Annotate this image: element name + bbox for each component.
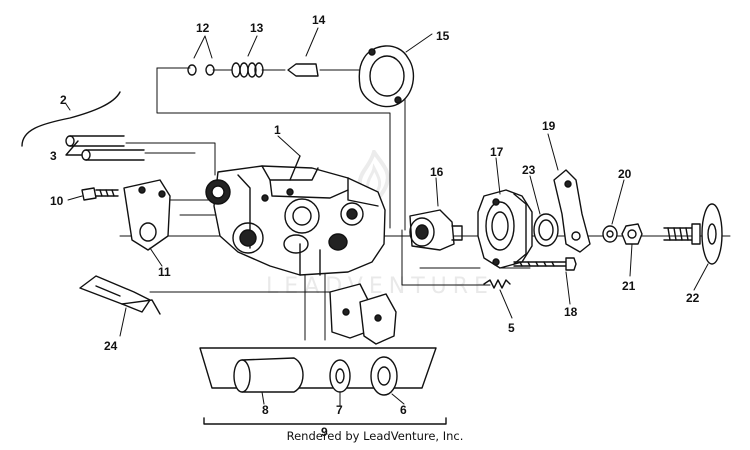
part-12-orings [187, 64, 215, 76]
callout-17: 17 [490, 145, 504, 159]
callout-11: 11 [158, 265, 171, 279]
part-23-ring [533, 213, 559, 247]
callout-9: 9 [321, 425, 328, 439]
part-14-plunger [287, 63, 319, 77]
callout-21: 21 [622, 279, 636, 293]
part-17-bearing-housing [477, 189, 533, 269]
callout-labels: 1 2 3 5 6 7 8 9 10 11 12 13 14 15 16 17 … [50, 13, 700, 439]
part-22-adjuster [663, 203, 723, 265]
callout-10: 10 [50, 194, 64, 208]
callout-2: 2 [60, 93, 67, 107]
callout-5: 5 [508, 321, 515, 335]
part-7-washer [329, 359, 351, 393]
watermark-text: LEADVENTURE [266, 274, 494, 299]
part-8-bushing [233, 357, 304, 393]
part-20-washer [602, 225, 618, 243]
callout-13: 13 [250, 21, 264, 35]
callout-20: 20 [618, 167, 632, 181]
guide-lines [119, 67, 731, 341]
part-21-nut [621, 223, 643, 245]
callout-3: 3 [50, 149, 57, 163]
part-1-housing [205, 155, 386, 276]
part-15-gasket [358, 45, 415, 108]
credit-footer: Rendered by LeadVenture, Inc. [286, 429, 464, 443]
lower-brackets [329, 283, 397, 345]
callout-23: 23 [522, 163, 536, 177]
part-18-screw [513, 257, 577, 271]
part-3-pins [65, 135, 145, 161]
callout-6: 6 [400, 403, 407, 417]
part-24-plate [79, 275, 161, 315]
part-13-spring [231, 62, 264, 78]
callout-22: 22 [686, 291, 700, 305]
callout-24: 24 [104, 339, 118, 353]
part-10-screw [81, 187, 119, 201]
part-2-brace [21, 91, 121, 147]
part-9-kit-box [199, 347, 447, 425]
part-5-spring [483, 279, 511, 289]
part-11-plate [123, 179, 171, 251]
part-16-cap [409, 209, 463, 251]
callout-14: 14 [312, 13, 326, 27]
callout-16: 16 [430, 165, 444, 179]
callout-12: 12 [196, 21, 210, 35]
callout-1: 1 [274, 123, 281, 137]
callout-7: 7 [336, 403, 343, 417]
callout-8: 8 [262, 403, 269, 417]
callout-18: 18 [564, 305, 578, 319]
callout-19: 19 [542, 119, 556, 133]
part-19-bracket [553, 169, 591, 253]
leader-lines [65, 27, 709, 407]
part-6-washer [370, 356, 398, 396]
callout-15: 15 [436, 29, 450, 43]
